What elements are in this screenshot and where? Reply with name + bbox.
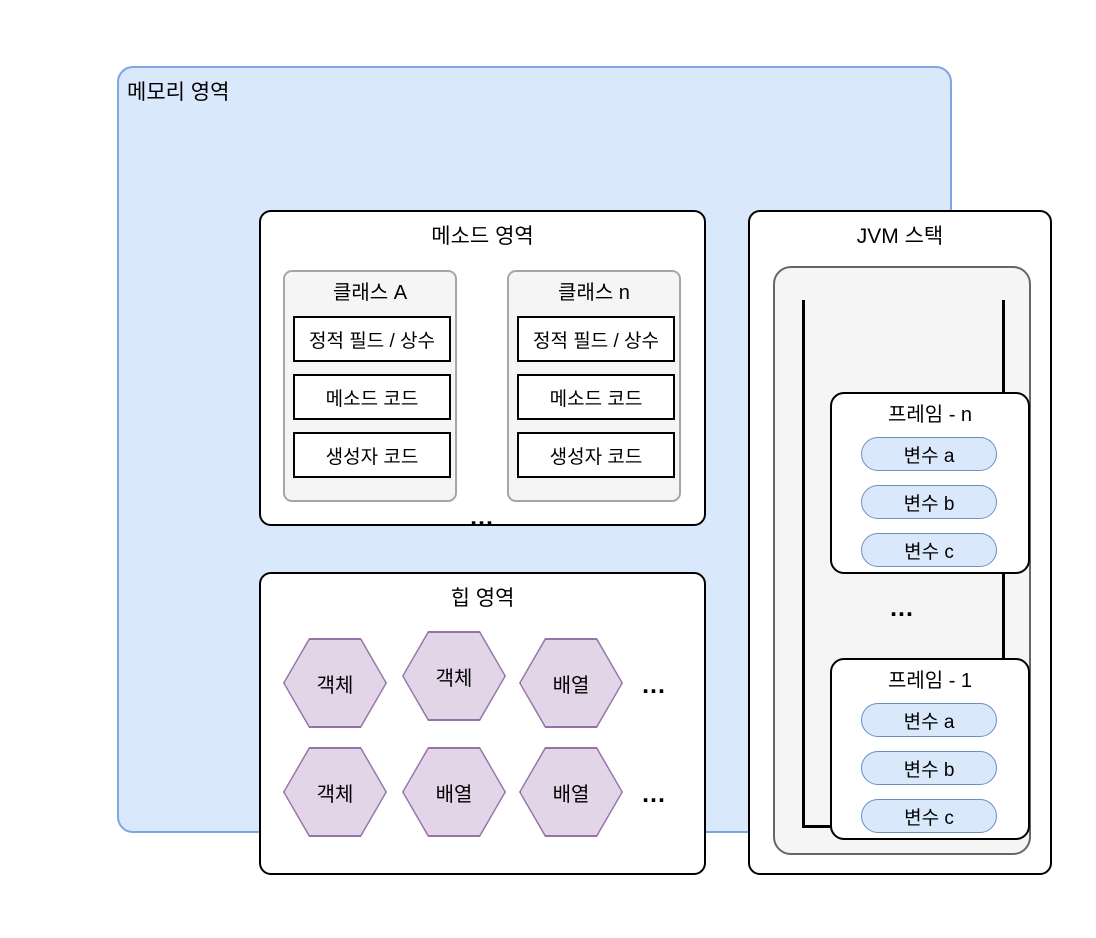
heap-hexagon-label: 객체 [435,667,473,690]
heap-hexagon-label: 배열 [435,783,473,806]
method-area-title: 메소드 영역 [431,225,534,248]
class-a-static-fields: 정적 필드 / 상수 [293,316,451,362]
heap-hexagon-label: 객체 [316,674,354,697]
class-box-n: 클래스 n 정적 필드 / 상수 메소드 코드 생성자 코드 [507,270,681,502]
frame-1-variable-c: 변수 c [861,799,997,833]
class-list-ellipsis: ... [470,503,494,531]
heap-hexagon-label: 배열 [552,674,590,697]
heap-area-title: 힙 영역 [450,587,515,610]
class-n-static-fields: 정적 필드 / 상수 [517,316,675,362]
jvm-stack-inner-container: 프레임 - n 변수 a 변수 b 변수 c ... 프레임 - 1 변수 a … [773,266,1031,855]
heap-hexagon: 객체 [283,638,387,728]
heap-hexagon: 객체 [283,747,387,837]
frame-n-variable-a: 변수 a [861,437,997,471]
hexagon-fill [284,748,386,836]
heap-row-ellipsis: ... [642,671,666,699]
frame-1-variable-b: 변수 b [861,751,997,785]
class-a-constructor-code: 생성자 코드 [293,432,451,478]
class-box-a: 클래스 A 정적 필드 / 상수 메소드 코드 생성자 코드 [283,270,457,502]
stack-frame-n-title: 프레임 - n [887,404,973,426]
frame-n-variable-c: 변수 c [861,533,997,567]
hexagon-fill [284,639,386,727]
hexagon-fill [403,632,505,720]
class-n-method-code: 메소드 코드 [517,374,675,420]
heap-hexagon: 배열 [519,638,623,728]
heap-hexagon-label: 객체 [316,783,354,806]
stack-frame-n: 프레임 - n 변수 a 변수 b 변수 c [830,392,1030,574]
memory-area-title: 메모리 영역 [127,81,230,104]
class-n-constructor-code: 생성자 코드 [517,432,675,478]
class-a-method-code: 메소드 코드 [293,374,451,420]
method-area-panel: 메소드 영역 클래스 A 정적 필드 / 상수 메소드 코드 생성자 코드 클래… [259,210,706,531]
frame-n-variable-b: 변수 b [861,485,997,519]
class-box-a-title: 클래스 A [332,282,408,304]
class-box-n-title: 클래스 n [558,282,630,304]
heap-area-panel: 힙 영역 객체 객체 배열 ... 객체 배열 [259,572,706,875]
heap-hexagon: 배열 [402,747,506,837]
hexagon-fill [403,748,505,836]
stack-frame-1-title: 프레임 - 1 [887,670,973,692]
jvm-stack-title: JVM 스택 [856,225,944,248]
heap-hexagon-label: 배열 [552,783,590,806]
frame-1-variable-a: 변수 a [861,703,997,737]
stack-frames-ellipsis: ... [890,594,914,622]
heap-hexagon: 객체 [402,631,506,721]
jvm-stack-panel: JVM 스택 프레임 - n 변수 a 변수 b 변수 c ... 프레임 - … [748,210,1052,875]
stack-frame-1: 프레임 - 1 변수 a 변수 b 변수 c [830,658,1030,840]
heap-hexagon: 배열 [519,747,623,837]
stack-wall-left [802,300,805,828]
heap-row-ellipsis: ... [642,780,666,808]
memory-area-container: 메모리 영역 메소드 영역 클래스 A 정적 필드 / 상수 메소드 코드 생성… [117,66,1052,875]
